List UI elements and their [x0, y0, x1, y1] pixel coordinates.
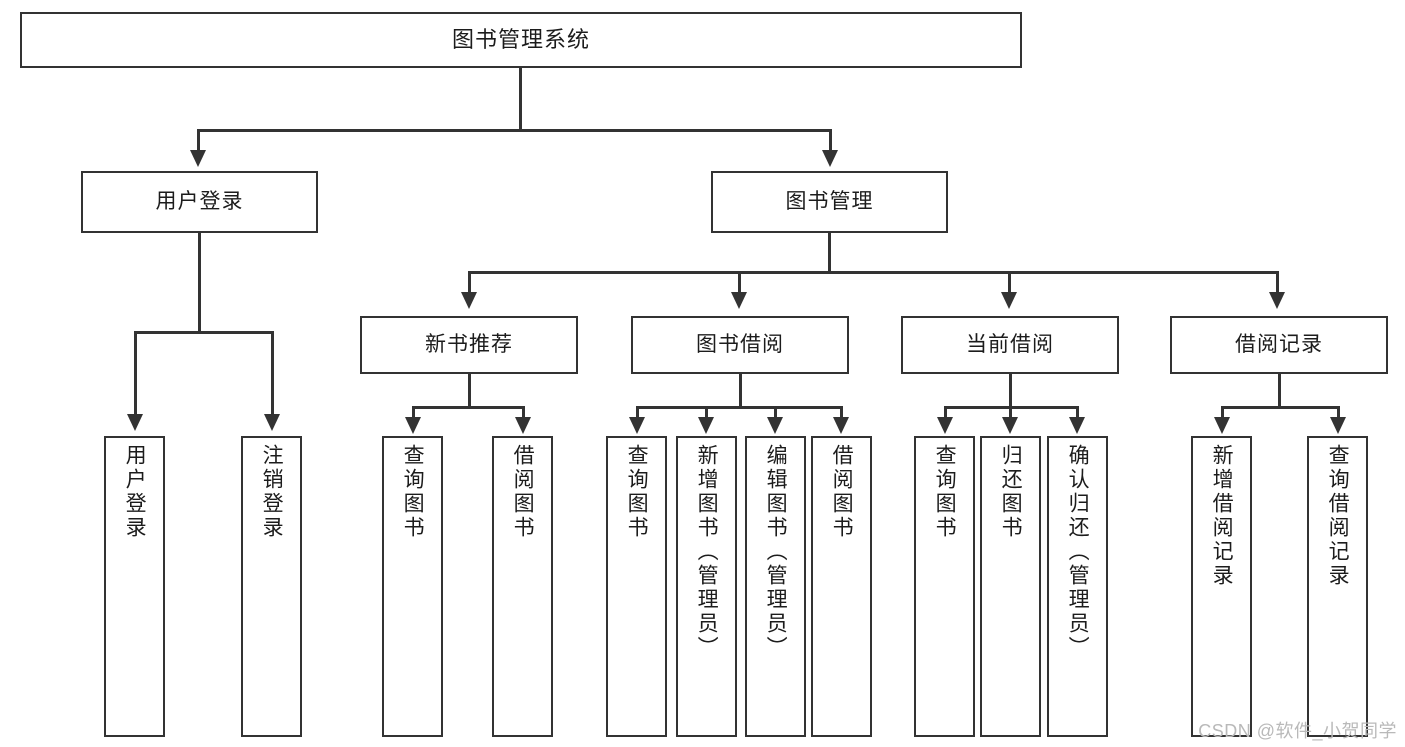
connector-bb-drop-4: [840, 406, 843, 419]
connector-bb-drop-3: [774, 406, 777, 419]
arrow-to-nbr-leaf-1: [405, 417, 421, 434]
connector-root-drop-left: [197, 129, 200, 153]
node-label: 查询借阅记录: [1326, 444, 1350, 588]
connector-cb-stem: [1009, 374, 1012, 408]
connector-bb-drop-1: [636, 406, 639, 419]
connector-root-drop-right: [829, 129, 832, 153]
leaf-user-login[interactable]: 用户登录: [104, 436, 165, 737]
node-label: 用户登录: [123, 444, 147, 540]
connector-cb-drop-2: [1009, 406, 1012, 419]
arrow-to-book-manage: [822, 150, 838, 167]
node-label: 用户登录: [155, 189, 244, 213]
leaf-cb-query-book[interactable]: 查询图书: [914, 436, 975, 737]
connector-root-stem: [519, 68, 522, 131]
connector-user-login-drop-1: [134, 331, 137, 417]
arrow-to-bb-leaf-3: [767, 417, 783, 434]
node-label: 确认归还（管理员）: [1066, 444, 1090, 660]
connector-nbr-stem: [468, 374, 471, 408]
connector-bm-drop-1: [468, 271, 471, 295]
leaf-br-query-record[interactable]: 查询借阅记录: [1307, 436, 1368, 737]
node-label: 归还图书: [999, 444, 1023, 540]
connector-br-stem: [1278, 374, 1281, 408]
connector-nbr-drop-1: [412, 406, 415, 419]
connector-book-manage-bar: [468, 271, 1279, 274]
node-label: 编辑图书（管理员）: [764, 444, 788, 660]
connector-book-manage-stem: [828, 233, 831, 273]
node-new-book-recommend[interactable]: 新书推荐: [360, 316, 578, 374]
connector-user-login-bar: [134, 331, 273, 334]
connector-br-bar: [1221, 406, 1339, 409]
connector-bm-drop-4: [1276, 271, 1279, 295]
arrow-to-borrow-record: [1269, 292, 1285, 309]
arrow-to-nbr-leaf-2: [515, 417, 531, 434]
arrow-to-br-leaf-2: [1330, 417, 1346, 434]
node-user-login[interactable]: 用户登录: [81, 171, 318, 233]
node-book-manage[interactable]: 图书管理: [711, 171, 948, 233]
arrow-to-user-login: [190, 150, 206, 167]
arrow-to-bb-leaf-2: [698, 417, 714, 434]
node-label: 注销登录: [260, 444, 284, 540]
leaf-cb-confirm-return-admin[interactable]: 确认归还（管理员）: [1047, 436, 1108, 737]
connector-cb-drop-3: [1076, 406, 1079, 419]
node-label: 借阅图书: [830, 444, 854, 540]
arrow-to-leaf-logout: [264, 414, 280, 431]
connector-user-login-stem: [198, 233, 201, 333]
arrow-to-cb-leaf-1: [937, 417, 953, 434]
connector-bb-stem: [739, 374, 742, 408]
node-label: 新书推荐: [425, 332, 513, 356]
arrow-to-cb-leaf-3: [1069, 417, 1085, 434]
node-label: 图书管理: [785, 189, 874, 213]
connector-root-bar: [197, 129, 831, 132]
node-label: 新增图书（管理员）: [695, 444, 719, 660]
connector-bb-drop-2: [705, 406, 708, 419]
leaf-br-add-record[interactable]: 新增借阅记录: [1191, 436, 1252, 737]
arrow-to-bb-leaf-4: [833, 417, 849, 434]
leaf-nbr-query-book[interactable]: 查询图书: [382, 436, 443, 737]
node-borrow-record[interactable]: 借阅记录: [1170, 316, 1388, 374]
arrow-to-leaf-user-login: [127, 414, 143, 431]
arrow-to-br-leaf-1: [1214, 417, 1230, 434]
leaf-logout[interactable]: 注销登录: [241, 436, 302, 737]
connector-bm-drop-3: [1008, 271, 1011, 295]
node-label: 查询图书: [933, 444, 957, 540]
arrow-to-new-book-recommend: [461, 292, 477, 309]
arrow-to-book-borrow: [731, 292, 747, 309]
leaf-bb-borrow-book[interactable]: 借阅图书: [811, 436, 872, 737]
connector-cb-drop-1: [944, 406, 947, 419]
connector-br-drop-2: [1337, 406, 1340, 419]
leaf-nbr-borrow-book[interactable]: 借阅图书: [492, 436, 553, 737]
node-label: 查询图书: [625, 444, 649, 540]
connector-user-login-drop-2: [271, 331, 274, 417]
arrow-to-current-borrow: [1001, 292, 1017, 309]
arrow-to-cb-leaf-2: [1002, 417, 1018, 434]
connector-nbr-drop-2: [522, 406, 525, 419]
node-book-borrow[interactable]: 图书借阅: [631, 316, 849, 374]
leaf-bb-edit-book-admin[interactable]: 编辑图书（管理员）: [745, 436, 806, 737]
node-label: 借阅图书: [511, 444, 535, 540]
leaf-cb-return-book[interactable]: 归还图书: [980, 436, 1041, 737]
node-label: 新增借阅记录: [1210, 444, 1234, 588]
leaf-bb-query-book[interactable]: 查询图书: [606, 436, 667, 737]
arrow-to-bb-leaf-1: [629, 417, 645, 434]
node-label: 查询图书: [401, 444, 425, 540]
node-label: 图书借阅: [696, 332, 784, 356]
connector-bb-bar: [636, 406, 842, 409]
leaf-bb-add-book-admin[interactable]: 新增图书（管理员）: [676, 436, 737, 737]
node-label: 当前借阅: [966, 332, 1054, 356]
connector-bm-drop-2: [738, 271, 741, 295]
node-current-borrow[interactable]: 当前借阅: [901, 316, 1119, 374]
node-root-system[interactable]: 图书管理系统: [20, 12, 1022, 68]
node-label: 借阅记录: [1235, 332, 1323, 356]
connector-nbr-bar: [412, 406, 524, 409]
connector-br-drop-1: [1221, 406, 1224, 419]
node-label: 图书管理系统: [451, 27, 590, 53]
